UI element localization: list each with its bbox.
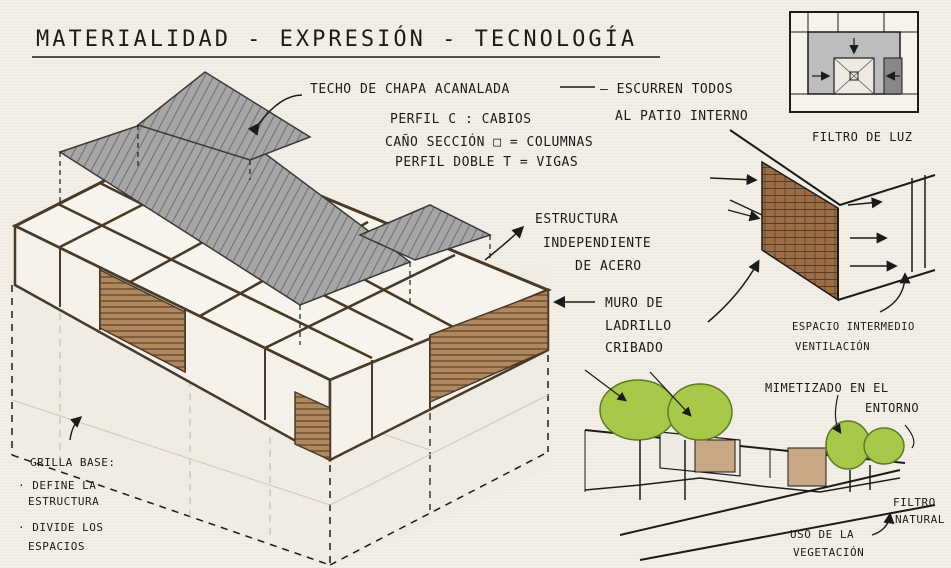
intermediate-note-line2: VENTILACIÓN [795,340,870,353]
vegetation-note: USO DE LA VEGETACIÓN [790,528,864,559]
wall-note-line3: CRIBADO [605,341,663,356]
grid-note-line1: GRILLA BASE: [30,456,115,469]
camouflage-note-line1: MIMETIZADO EN EL [765,381,889,395]
grid-note-line2: · DEFINE LA [18,479,96,492]
grid-note-line5: ESPACIOS [28,540,85,553]
natural-filter-note: FILTRO NATURAL [893,496,945,526]
structure-note-line2: INDEPENDIENTE [543,236,651,251]
brick-wall-detail [709,129,936,313]
vegetation-note-line2: VEGETACIÓN [793,546,864,559]
vegetation-note-line1: USO DE LA [790,528,854,541]
light-filter-label: FILTRO DE LUZ [812,130,912,144]
isometric-building [11,71,552,568]
roof-note-line1: TECHO DE CHAPA ACANALADA [310,82,510,97]
intermediate-note-line1: ESPACIO INTERMEDIO [792,321,915,333]
roof-arrow [247,94,303,136]
wall-note: MURO DE LADRILLO CRIBADO [605,296,672,356]
natural-filter-line2: NATURAL [895,513,945,526]
structure-note-line1: ESTRUCTURA [535,212,618,227]
structure-note: ESTRUCTURA INDEPENDIENTE DE ACERO [535,212,651,274]
landscape-section [584,369,936,561]
camouflage-note: MIMETIZADO EN EL ENTORNO [765,381,919,415]
roof-note-line4: PERFIL DOBLE T = VIGAS [395,155,578,170]
intermediate-note: ESPACIO INTERMEDIO VENTILACIÓN [792,321,915,353]
grid-note-line3: ESTRUCTURA [28,495,99,508]
grid-arrow [69,416,83,441]
grid-note-line4: · DIVIDE LOS [18,521,103,534]
natural-filter-line1: FILTRO [893,496,936,509]
wall-detail-arrow [707,259,760,323]
roof-note: TECHO DE CHAPA ACANALADA — ESCURREN TODO… [310,82,748,170]
light-filter-plan [789,11,919,113]
structure-arrow [484,225,525,261]
wall-note-line1: MURO DE [605,296,663,311]
wall-note-line2: LADRILLO [605,319,672,334]
grid-note: GRILLA BASE: · DEFINE LA ESTRUCTURA · DI… [18,456,115,553]
roof-note-line1c: AL PATIO INTERNO [615,109,748,124]
roof-note-line3: CAÑO SECCIÓN □ = COLUMNAS [385,134,593,150]
roof-note-line2: PERFIL C : CABIOS [390,112,532,127]
structure-note-line3: DE ACERO [575,259,642,274]
roof-note-line1b: — ESCURREN TODOS [600,82,733,97]
camouflage-note-line2: ENTORNO [865,401,919,415]
page-title: MATERIALIDAD - EXPRESIÓN - TECNOLOGÍA [36,26,637,52]
